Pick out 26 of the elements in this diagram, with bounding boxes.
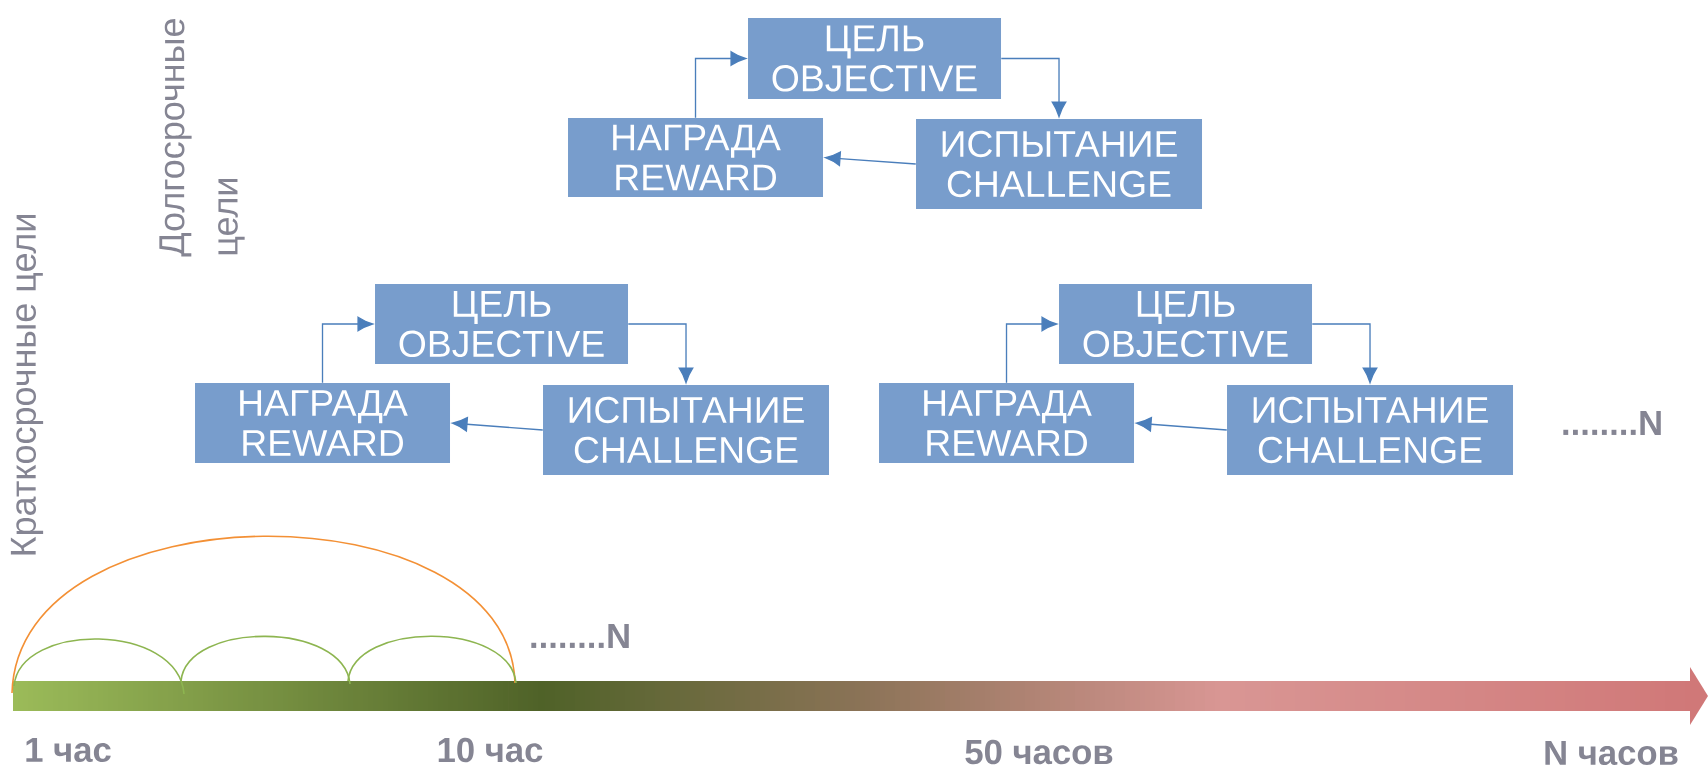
process-box: ИСПЫТАНИЕ CHALLENGE bbox=[1227, 385, 1513, 475]
continuation-label: ........N bbox=[531, 624, 629, 648]
arrow bbox=[321, 316, 374, 384]
time-label: 10 час bbox=[438, 737, 543, 763]
process-box: ЦЕЛЬ OBJECTIVE bbox=[748, 18, 1001, 99]
process-box: ЦЕЛЬ OBJECTIVE bbox=[1059, 284, 1312, 364]
time-label: 1 час bbox=[26, 737, 111, 763]
arrow bbox=[694, 51, 747, 119]
process-box: НАГРАДА REWARD bbox=[568, 118, 823, 197]
arrow bbox=[1135, 416, 1228, 432]
process-box: НАГРАДА REWARD bbox=[195, 383, 450, 463]
process-box: ИСПЫТАНИЕ CHALLENGE bbox=[543, 385, 829, 475]
continuation-label: ........N bbox=[1563, 411, 1661, 435]
time-label: N часов bbox=[1545, 740, 1678, 766]
arrow bbox=[1000, 57, 1067, 118]
process-box: ЦЕЛЬ OBJECTIVE bbox=[375, 284, 628, 364]
axis-label: Краткосрочные цели bbox=[10, 215, 44, 555]
arrow bbox=[627, 323, 694, 384]
process-box: НАГРАДА REWARD bbox=[879, 383, 1134, 463]
arrow bbox=[1311, 323, 1378, 384]
arrow bbox=[824, 151, 917, 167]
arrow bbox=[1005, 316, 1058, 384]
axis-label: Долгосрочные цели bbox=[159, 19, 245, 257]
process-box: ИСПЫТАНИЕ CHALLENGE bbox=[916, 119, 1202, 209]
arrow bbox=[451, 416, 544, 432]
time-label: 50 часов bbox=[965, 739, 1113, 765]
